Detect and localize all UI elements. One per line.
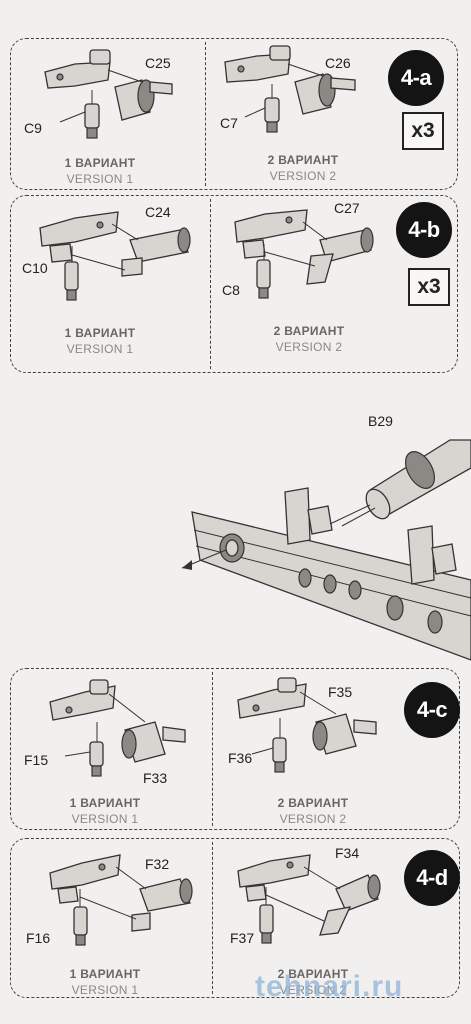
step-4b-panel [10,195,458,373]
part-label: C26 [325,55,351,71]
step-4a-badge: 4-a [388,50,444,106]
part-label: F34 [335,845,360,861]
version-ru: 1 ВАРИАНТ [69,967,141,981]
version-ru: 2 ВАРИАНТ [277,967,349,981]
step-4b-badge: 4-b [396,202,452,258]
version-en: VERSION 1 [71,812,139,826]
part-label: F32 [145,856,170,872]
version-en: VERSION 2 [269,169,337,183]
watermark: tehnari.ru [255,970,404,1003]
step-4b-multiplier: x3 [408,268,450,306]
step-4d-divider [212,842,213,994]
version-ru: 2 ВАРИАНТ [267,153,339,167]
part-label: F15 [24,752,49,768]
part-label: F33 [143,770,168,786]
step-4d-v1-label: 1 ВАРИАНТ VERSION 1 [30,966,180,998]
version-ru: 2 ВАРИАНТ [273,324,345,338]
part-label: C24 [145,204,171,220]
part-label: C7 [220,115,238,131]
version-ru: 1 ВАРИАНТ [64,326,136,340]
step-4c-divider [212,672,213,826]
step-4a-panel [10,38,458,190]
step-4a-divider [205,42,206,186]
step-4c-v1-drawing [49,679,186,777]
step-4a-v1-label: 1 ВАРИАНТ VERSION 1 [25,155,175,187]
step-4b-v2-label: 2 ВАРИАНТ VERSION 2 [234,323,384,355]
step-4b-divider [210,199,211,369]
version-ru: 1 ВАРИАНТ [69,796,141,810]
step-4d-panel [10,838,460,998]
step-4b-v2-drawing [234,209,374,299]
part-label: C8 [222,282,240,298]
version-ru: 1 ВАРИАНТ [64,156,136,170]
step-4d-v2-label: 2 ВАРИАНТ VERSION 2 [238,966,388,998]
part-label: F36 [228,750,253,766]
step-4c-v2-label: 2 ВАРИАНТ VERSION 2 [238,795,388,827]
version-en: VERSION 2 [279,812,347,826]
version-en: VERSION 2 [275,340,343,354]
part-label: F16 [26,930,51,946]
step-4d-badge: 4-d [404,850,460,906]
step-4c-badge: 4-c [404,682,460,738]
step-4c-panel [10,668,460,830]
step-4c-v2-drawing [237,677,377,773]
version-en: VERSION 1 [71,983,139,997]
step-4d-v2-drawing [237,854,381,944]
part-label: F37 [230,930,255,946]
part-label: C9 [24,120,42,136]
part-label: F35 [328,684,353,700]
version-en: VERSION 1 [66,342,134,356]
step-4a-v2-drawing [224,45,356,133]
part-label: B29 [368,413,393,429]
part-label: C27 [334,200,360,216]
step-4a-v2-label: 2 ВАРИАНТ VERSION 2 [228,152,378,184]
version-en: VERSION 1 [66,172,134,186]
step-4b-v1-drawing [39,211,191,301]
version-ru: 2 ВАРИАНТ [277,796,349,810]
step-4a-v1-drawing [44,49,173,139]
part-label: C10 [22,260,48,276]
step-4a-multiplier: x3 [402,112,444,150]
step-4c-v1-label: 1 ВАРИАНТ VERSION 1 [30,795,180,827]
part-label: C25 [145,55,171,71]
step-4b-v1-label: 1 ВАРИАНТ VERSION 1 [25,325,175,357]
version-en: VERSION 2 [279,983,347,997]
main-assembly-drawing [181,439,471,661]
step-4d-v1-drawing [49,854,193,946]
